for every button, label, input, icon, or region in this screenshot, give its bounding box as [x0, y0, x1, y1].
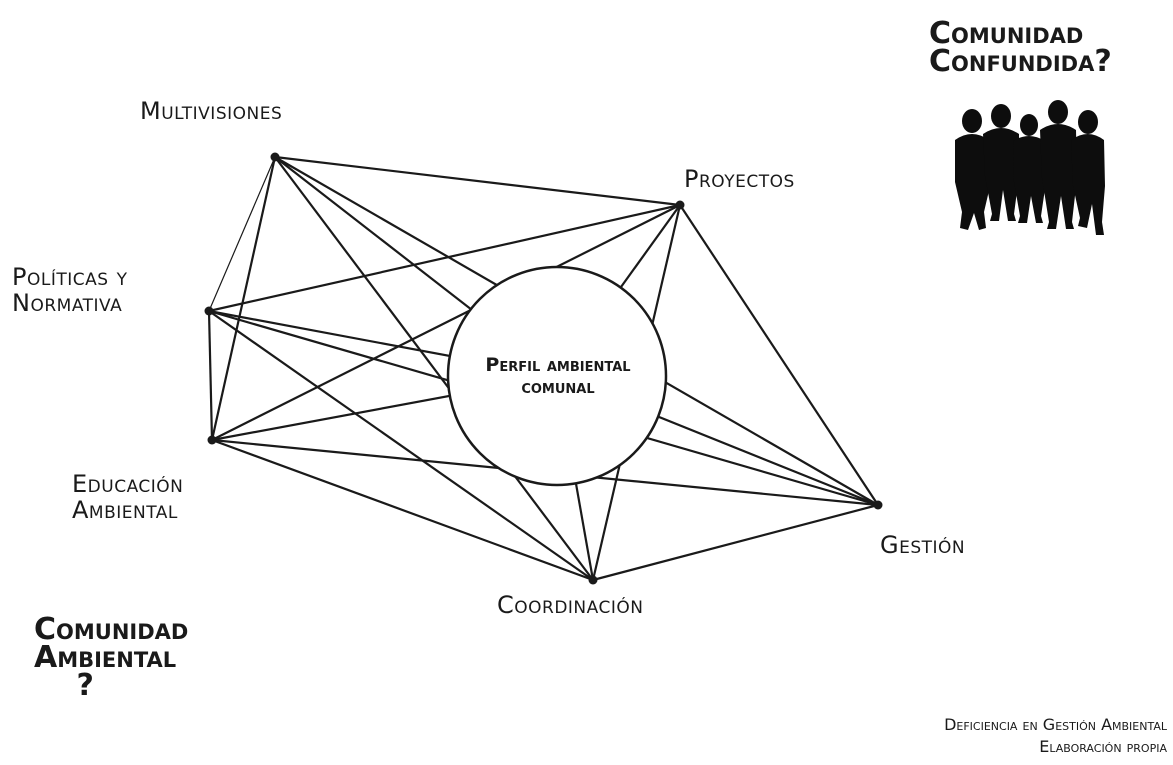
node-dot-politicas	[204, 306, 214, 316]
edge-educacion-coordinacion	[211, 438, 594, 582]
community-top-title-line: Comunidad	[929, 16, 1084, 51]
edge-multivisiones-proyectos	[274, 155, 681, 207]
node-label-line: Multivisiones	[140, 97, 283, 125]
node-dot-educacion	[207, 435, 217, 445]
community-bottom-title: Comunidad Ambiental ?	[34, 612, 189, 703]
node-label-line: Políticas y	[12, 263, 128, 291]
center-label-line: Perfil ambiental	[485, 354, 631, 376]
edge-politicas-coordinacion	[208, 310, 594, 581]
node-label-gestion: Gestión	[880, 532, 965, 558]
center-label-line: comunal	[521, 376, 595, 398]
node-label-coordinacion: Coordinación	[497, 592, 643, 618]
node-label-line: Normativa	[12, 289, 123, 317]
community-top-title-line: Confundida?	[929, 44, 1112, 79]
edge-politicas-educacion	[207, 310, 214, 441]
node-label-line: Educación	[72, 470, 184, 498]
node-label-line: Proyectos	[684, 165, 795, 193]
edge-multivisiones-coordinacion	[274, 156, 594, 581]
edge-multivisiones-educacion	[210, 156, 277, 441]
edge-politicas-proyectos	[208, 203, 681, 313]
node-dot-gestion	[873, 500, 883, 510]
nodes	[204, 152, 883, 585]
node-label-line: Gestión	[880, 531, 966, 559]
center-label: Perfil ambiental comunal	[452, 354, 664, 398]
edge-gestion-coordinacion	[592, 503, 879, 582]
node-dot-coordinacion	[588, 575, 598, 585]
edge-educacion-proyectos	[211, 204, 681, 441]
node-label-educacion: Educación Ambiental	[72, 471, 183, 523]
people-group-icon	[955, 100, 1105, 235]
node-dot-proyectos	[675, 200, 685, 210]
node-label-line: Coordinación	[497, 591, 644, 619]
community-bottom-title-line: Ambiental	[34, 640, 177, 675]
caption-line: Elaboración propia	[1039, 737, 1167, 756]
node-label-politicas: Políticas y Normativa	[12, 264, 128, 316]
center-circle	[446, 265, 668, 487]
caption-line: Deficiencia en Gestión Ambiental	[944, 715, 1167, 734]
edge-multivisiones-politicas	[208, 156, 276, 312]
node-label-multivisiones: Multivisiones	[140, 98, 282, 124]
edge-proyectos-gestion	[679, 204, 879, 506]
community-bottom-title-line: Comunidad	[34, 612, 189, 647]
node-dot-multivisiones	[270, 152, 280, 162]
node-label-proyectos: Proyectos	[684, 166, 795, 192]
node-label-line: Ambiental	[72, 496, 178, 524]
community-bottom-question: ?	[76, 668, 94, 703]
community-top-title: Comunidad Confundida?	[929, 16, 1112, 79]
caption: Deficiencia en Gestión Ambiental Elabora…	[944, 714, 1167, 758]
